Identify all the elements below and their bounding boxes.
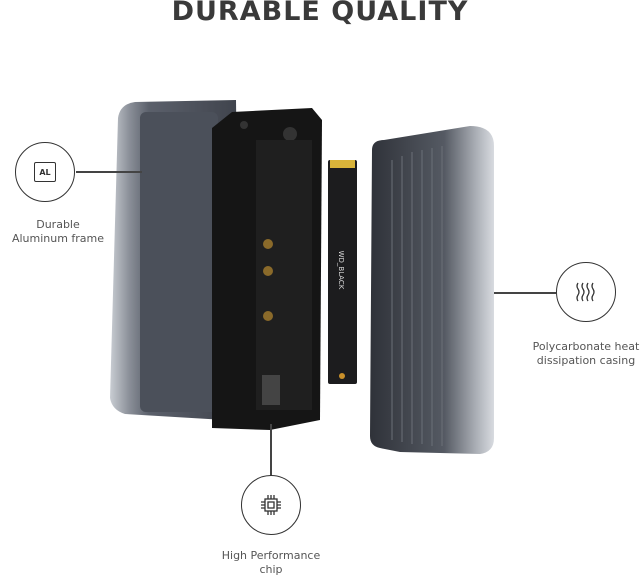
black-enclosure: [212, 108, 322, 430]
aluminum-frame-plate: [110, 100, 240, 420]
connector-line: [76, 171, 142, 173]
heat-waves-icon: [576, 282, 595, 302]
feature-caption: Polycarbonate heat dissipation casing: [532, 340, 640, 367]
connector-line: [270, 424, 272, 476]
connector-line: [494, 292, 556, 294]
feature-caption: High Performance chip: [221, 549, 321, 576]
feature-caption: Durable Aluminum frame: [11, 218, 105, 245]
ssd-logo: WD_BLACK: [337, 251, 345, 290]
feature-aluminum-circle: AL: [15, 142, 75, 202]
feature-heat-circle: [556, 262, 616, 322]
ssd-module: WD_BLACK: [328, 160, 357, 384]
polycarbonate-casing: [370, 126, 494, 454]
feature-chip-circle: [241, 475, 301, 535]
chip-icon: [261, 495, 281, 515]
aluminum-icon: AL: [34, 162, 56, 182]
page-title: DURABLE QUALITY: [171, 0, 469, 27]
